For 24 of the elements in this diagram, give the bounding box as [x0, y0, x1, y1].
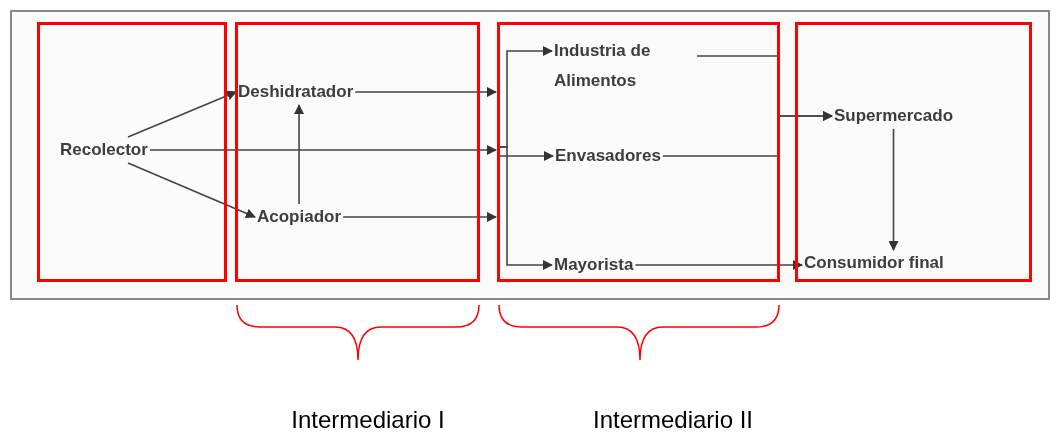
- stage-frame: [37, 22, 227, 282]
- actor-label: Supermercado: [832, 103, 956, 129]
- group-label: Intermediario I: [291, 405, 445, 435]
- arrow: [149, 145, 497, 155]
- actor-label: Mayorista: [552, 252, 636, 278]
- arrow: [354, 87, 497, 97]
- arrow: [634, 260, 803, 270]
- actor-label: Deshidratador: [236, 79, 356, 105]
- stage-frame: [497, 22, 780, 282]
- arrow: [294, 104, 305, 205]
- actor-label: Envasadores: [553, 143, 663, 169]
- actor-label: Industria de Alimentos: [552, 36, 697, 96]
- actor-label: Recolector: [58, 137, 150, 163]
- arrow: [342, 212, 497, 222]
- arrow: [127, 162, 256, 219]
- group-label: Intermediario II: [592, 405, 754, 435]
- actor-label: Consumidor final: [802, 250, 946, 276]
- stage-frame: [235, 22, 480, 282]
- actor-label: Acopiador: [255, 204, 344, 230]
- arrow: [127, 90, 237, 138]
- stage-frame: [795, 22, 1032, 282]
- arrow: [498, 151, 554, 161]
- arrow: [498, 146, 553, 270]
- arrow: [888, 128, 899, 251]
